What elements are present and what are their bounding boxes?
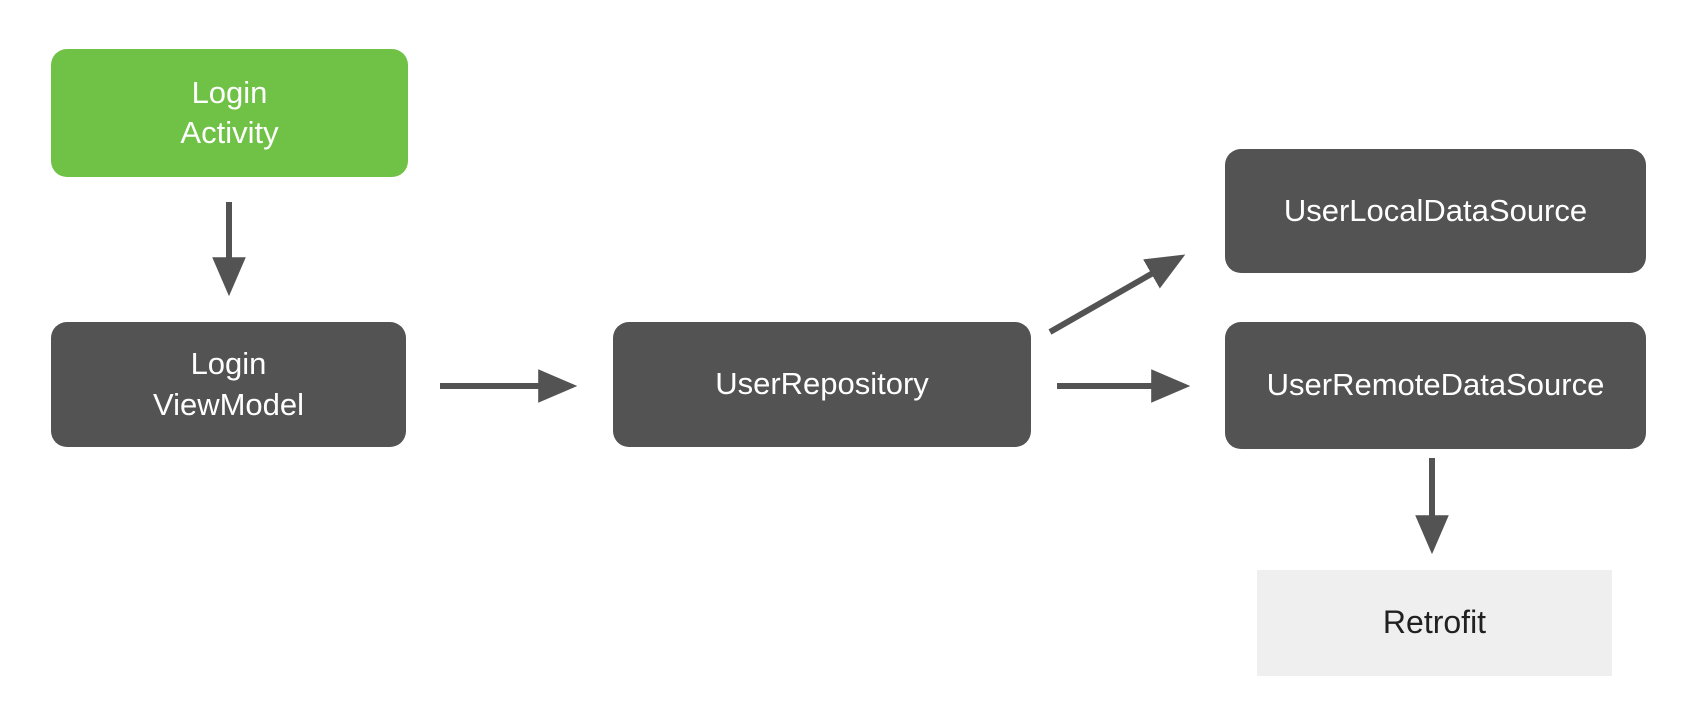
node-user-remote-data-source: UserRemoteDataSource [1225, 322, 1646, 449]
node-retrofit: Retrofit [1257, 570, 1612, 676]
node-user-local-data-source: UserLocalDataSource [1225, 149, 1646, 273]
arrow-user-repository-to-user-local-data-source [1048, 254, 1186, 335]
node-login-activity: Login Activity [51, 49, 408, 177]
node-login-viewmodel: Login ViewModel [51, 322, 406, 447]
node-user-repository: UserRepository [613, 322, 1031, 447]
